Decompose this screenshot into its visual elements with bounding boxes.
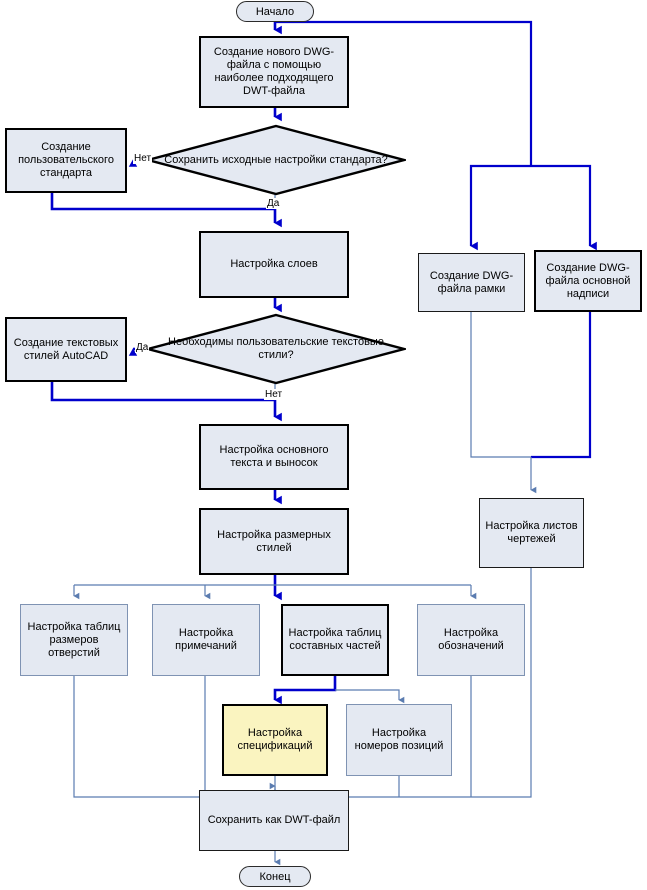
decision-need-text-styles[interactable]: Необходимы пользовательские текстовые ст… bbox=[146, 313, 406, 385]
process-hole-tables-label: Настройка таблиц размеров отверстий bbox=[27, 620, 121, 659]
process-notes-label: Настройка примечаний bbox=[175, 627, 237, 652]
process-balloons-label: Настройка номеров позиций bbox=[354, 727, 444, 752]
process-layers[interactable]: Настройка слоев bbox=[199, 231, 349, 298]
process-layers-label: Настройка слоев bbox=[230, 258, 318, 270]
process-main-text-leaders[interactable]: Настройка основного текста и выносок bbox=[199, 424, 349, 490]
process-sheets-label: Настройка листов чертежей bbox=[485, 520, 578, 545]
process-dim-styles-label: Настройка размерных стилей bbox=[217, 528, 331, 554]
decision-keep-standard-label: Сохранить исходные настройки стандарта? bbox=[164, 153, 388, 166]
process-custom-standard-label: Создание пользовательского стандарта bbox=[18, 141, 114, 179]
process-dwg-title-block-label: Создание DWG-файла основной надписи bbox=[545, 261, 631, 300]
process-symbols[interactable]: Настройка обозначений bbox=[417, 604, 525, 676]
process-specifications[interactable]: Настройка спецификаций bbox=[222, 704, 328, 776]
edge-label-text-styles-yes: Да bbox=[135, 342, 150, 353]
process-dwg-title-block[interactable]: Создание DWG-файла основной надписи bbox=[534, 250, 642, 312]
end-label: Конец bbox=[259, 870, 291, 883]
process-main-text-leaders-label: Настройка основного текста и выносок bbox=[219, 444, 329, 469]
process-create-dwg[interactable]: Создание нового DWG-файла с помощью наиб… bbox=[199, 36, 349, 108]
process-dim-styles[interactable]: Настройка размерных стилей bbox=[199, 508, 349, 575]
process-hole-tables[interactable]: Настройка таблиц размеров отверстий bbox=[20, 604, 128, 676]
edge-label-text-styles-no: Нет bbox=[264, 389, 284, 400]
process-specifications-label: Настройка спецификаций bbox=[237, 727, 313, 752]
process-custom-standard[interactable]: Создание пользовательского стандарта bbox=[5, 128, 127, 193]
process-text-styles-autocad-label: Создание текстовых стилей AutoCAD bbox=[13, 336, 119, 362]
process-sheets[interactable]: Настройка листов чертежей bbox=[479, 498, 584, 568]
end-terminator[interactable]: Конец bbox=[239, 866, 311, 887]
edge-label-keep-standard-no: Нет bbox=[133, 153, 153, 164]
decision-keep-standard[interactable]: Сохранить исходные настройки стандарта? bbox=[146, 124, 406, 196]
process-dwg-frame[interactable]: Создание DWG-файла рамки bbox=[418, 253, 525, 312]
process-save-dwt[interactable]: Сохранить как DWT-файл bbox=[199, 790, 349, 851]
process-create-dwg-label: Создание нового DWG-файла с помощью наиб… bbox=[213, 46, 335, 97]
start-terminator[interactable]: Начало bbox=[236, 1, 314, 22]
process-parts-tables-label: Настройка таблиц составных частей bbox=[288, 627, 382, 652]
process-save-dwt-label: Сохранить как DWT-файл bbox=[207, 814, 341, 826]
process-balloons[interactable]: Настройка номеров позиций bbox=[346, 704, 452, 776]
process-parts-tables[interactable]: Настройка таблиц составных частей bbox=[281, 604, 389, 676]
process-notes[interactable]: Настройка примечаний bbox=[152, 604, 260, 676]
process-text-styles-autocad[interactable]: Создание текстовых стилей AutoCAD bbox=[5, 317, 127, 382]
process-dwg-frame-label: Создание DWG-файла рамки bbox=[429, 269, 514, 295]
process-symbols-label: Настройка обозначений bbox=[438, 627, 504, 652]
decision-need-text-styles-label: Необходимы пользовательские текстовые ст… bbox=[168, 336, 384, 361]
start-label: Начало bbox=[255, 5, 295, 18]
edge-label-keep-standard-yes: Да bbox=[266, 198, 281, 209]
